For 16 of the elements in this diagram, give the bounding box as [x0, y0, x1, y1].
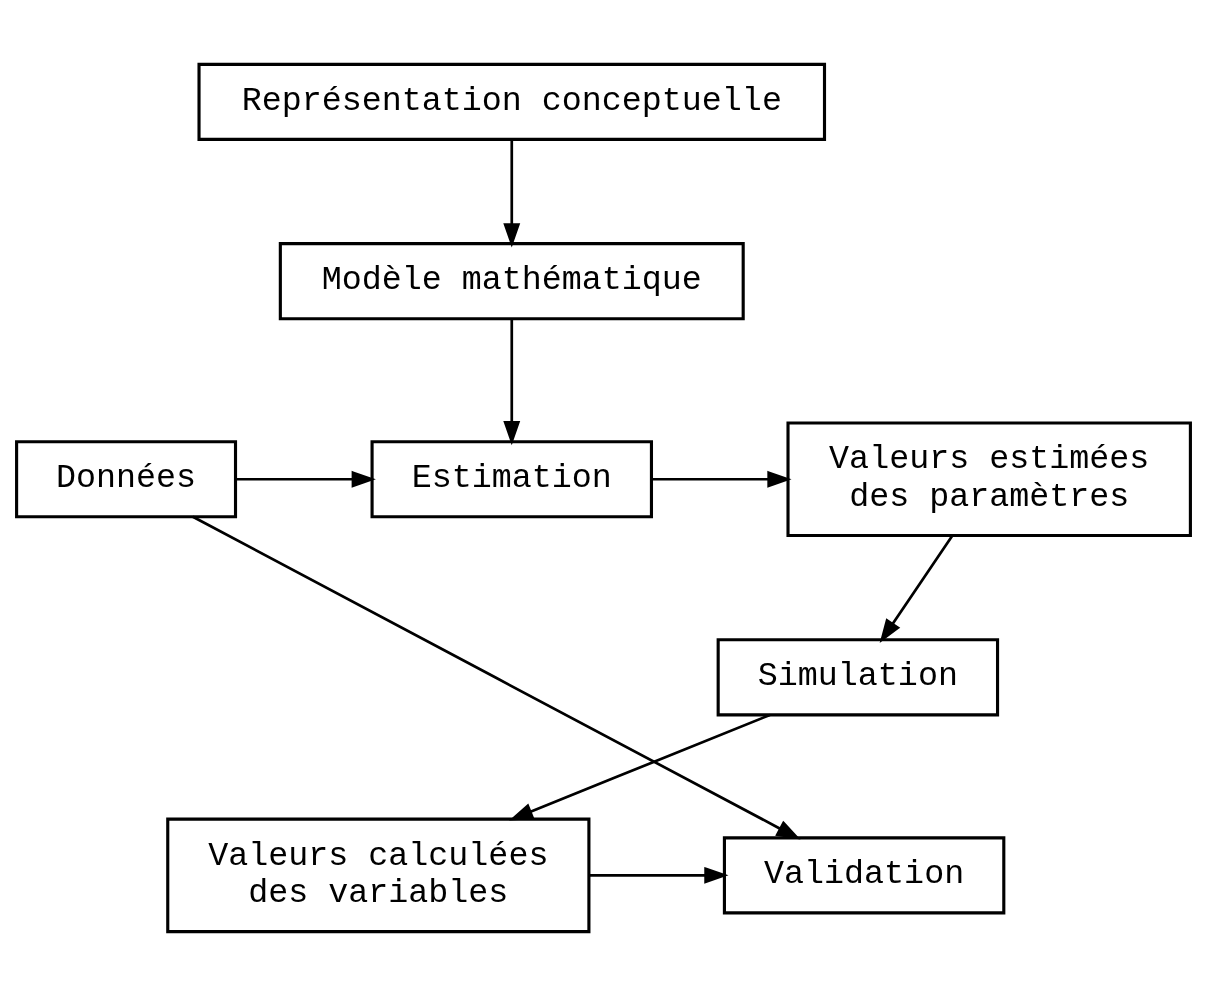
arrow [192, 515, 801, 840]
arrow [503, 139, 521, 248]
arrow [503, 318, 521, 445]
node-box: Valeurs estimées des paramètres [786, 420, 1192, 537]
node-box: Représentation conceptuelle [197, 62, 827, 141]
arrow [509, 713, 771, 820]
arrow [879, 535, 954, 643]
arrow [236, 470, 376, 488]
arrow [651, 470, 792, 488]
arrow [588, 866, 729, 884]
node-box: Simulation [716, 637, 1000, 716]
node-box: Données [15, 439, 238, 518]
node-box: Valeurs calculées des variables [166, 817, 591, 933]
node-box: Estimation [370, 439, 653, 518]
node-box: Modèle mathématique [278, 241, 745, 320]
node-box: Validation [722, 835, 1006, 914]
